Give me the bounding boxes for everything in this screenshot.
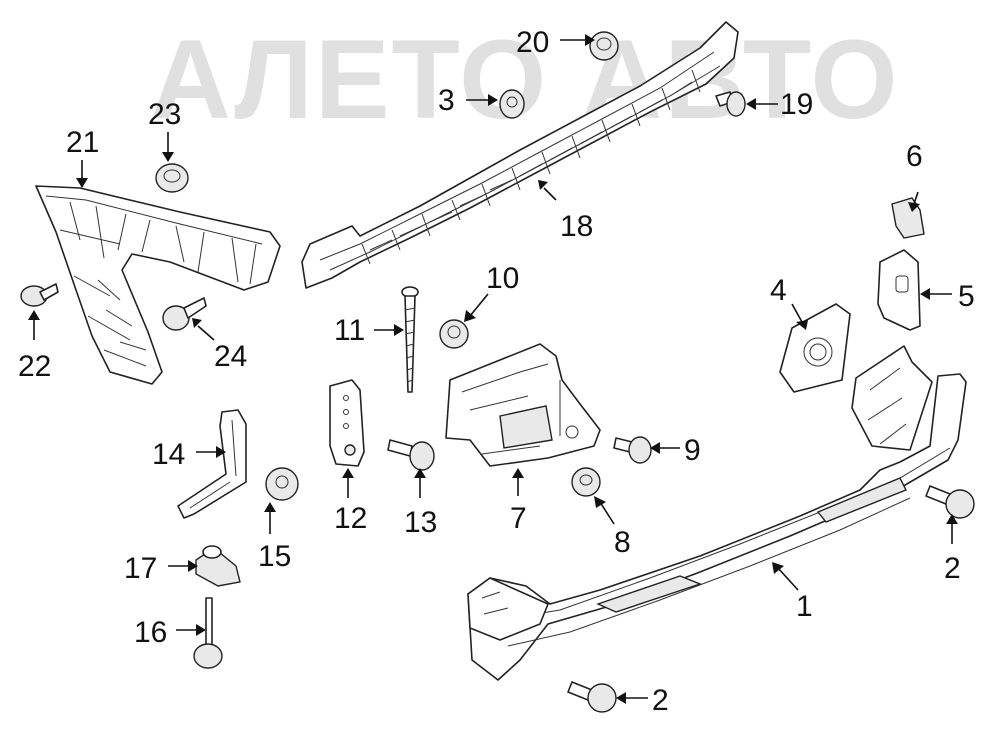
part-22-bolt [20, 283, 59, 307]
callout-6: 6 [906, 140, 923, 173]
callout-14: 14 [152, 438, 185, 471]
callout-18: 18 [560, 210, 593, 243]
part-16-bolt [193, 597, 223, 669]
watermark-logo: АЛЕТО АВТО [150, 17, 900, 142]
callout-23: 23 [148, 98, 181, 131]
part-23-screw [155, 163, 189, 193]
part-9-screw [613, 436, 652, 464]
part-19-screw [715, 91, 746, 117]
part-3-nut [499, 89, 525, 119]
callout-9: 9 [684, 434, 701, 467]
callout-2-right: 2 [944, 552, 961, 585]
callout-12: 12 [334, 502, 367, 535]
part-20-push-pin [589, 31, 619, 61]
callout-labels: 20 3 19 18 23 21 22 24 10 11 6 5 4 14 12… [18, 26, 975, 717]
part-17-clip-nut [195, 545, 241, 587]
part-14-angle-bracket [177, 409, 247, 519]
callout-2-bottom: 2 [652, 684, 669, 717]
part-24-bolt [162, 297, 207, 331]
callout-10: 10 [486, 262, 519, 295]
callout-1: 1 [796, 590, 813, 623]
part-7-mount-bracket [445, 343, 601, 467]
part-8-nut [571, 467, 601, 497]
callout-19: 19 [780, 88, 813, 121]
part-1-bumper-beam [467, 345, 967, 681]
callout-11: 11 [334, 314, 365, 347]
callout-7: 7 [510, 502, 527, 535]
callout-15: 15 [258, 540, 291, 573]
part-11-long-bolt [401, 286, 419, 393]
callout-3: 3 [438, 84, 455, 117]
callout-22: 22 [18, 350, 51, 383]
callout-17: 17 [124, 552, 157, 585]
part-4-plate [779, 303, 851, 393]
part-2-bolt-right [925, 485, 975, 519]
part-12-bracket [329, 379, 365, 467]
callout-16: 16 [134, 616, 167, 649]
part-10-push-pin [439, 319, 469, 349]
callout-4: 4 [770, 274, 787, 307]
part-2-bolt-bottom [567, 681, 617, 713]
part-15-nut [265, 467, 299, 501]
part-13-bolt [387, 439, 435, 471]
callout-20: 20 [516, 26, 549, 59]
part-18-upper-rail [301, 21, 739, 289]
callout-8: 8 [614, 526, 631, 559]
part-5-bracket-plate [877, 249, 921, 331]
part-21-side-bracket [35, 185, 281, 385]
leader-lines [28, 34, 958, 704]
callout-13: 13 [404, 506, 437, 539]
callout-24: 24 [214, 340, 247, 373]
callout-5: 5 [958, 280, 975, 313]
callout-21: 21 [66, 126, 99, 159]
